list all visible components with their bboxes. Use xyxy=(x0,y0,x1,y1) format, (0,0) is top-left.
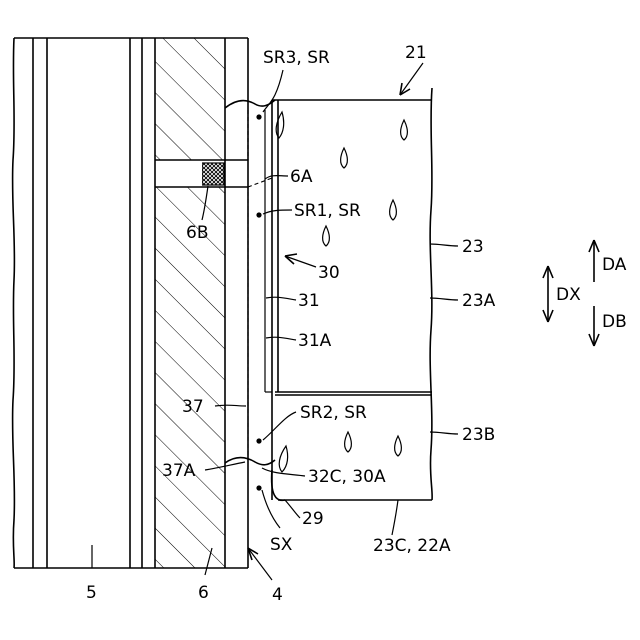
label-23: 23 xyxy=(462,237,484,257)
hole-6A xyxy=(156,161,224,186)
label-31A: 31A xyxy=(298,331,332,351)
label-30: 30 xyxy=(318,263,340,283)
member-23 xyxy=(272,88,432,500)
label-6B: 6B xyxy=(186,223,208,243)
label-6: 6 xyxy=(198,583,209,603)
label-6A: 6A xyxy=(290,167,313,187)
label-4: 4 xyxy=(272,585,283,605)
label-37: 37 xyxy=(182,397,204,417)
label-23C: 23C, 22A xyxy=(373,536,451,556)
label-32C: 32C, 30A xyxy=(308,467,386,487)
label-23A: 23A xyxy=(462,291,496,311)
label-sx: SX xyxy=(270,535,293,555)
wall-6-hatched xyxy=(155,38,248,568)
bottom-wavy-cut xyxy=(225,458,275,465)
label-23B: 23B xyxy=(462,425,495,445)
label-dx: DX xyxy=(556,285,581,305)
wall-5-left-edge xyxy=(13,38,15,568)
label-29: 29 xyxy=(302,509,324,529)
label-31: 31 xyxy=(298,291,320,311)
label-da: DA xyxy=(602,255,627,275)
arrow-4 xyxy=(248,548,272,580)
sr-dots xyxy=(256,114,261,490)
label-5: 5 xyxy=(86,583,97,603)
label-37A: 37A xyxy=(162,461,196,481)
label-sr1: SR1, SR xyxy=(294,201,361,221)
label-db: DB xyxy=(602,312,627,332)
label-21: 21 xyxy=(405,43,427,63)
label-sr3: SR3, SR xyxy=(263,48,330,68)
seal-31 xyxy=(265,110,272,392)
part-29 xyxy=(272,470,285,500)
label-sr2: SR2, SR xyxy=(300,403,367,423)
